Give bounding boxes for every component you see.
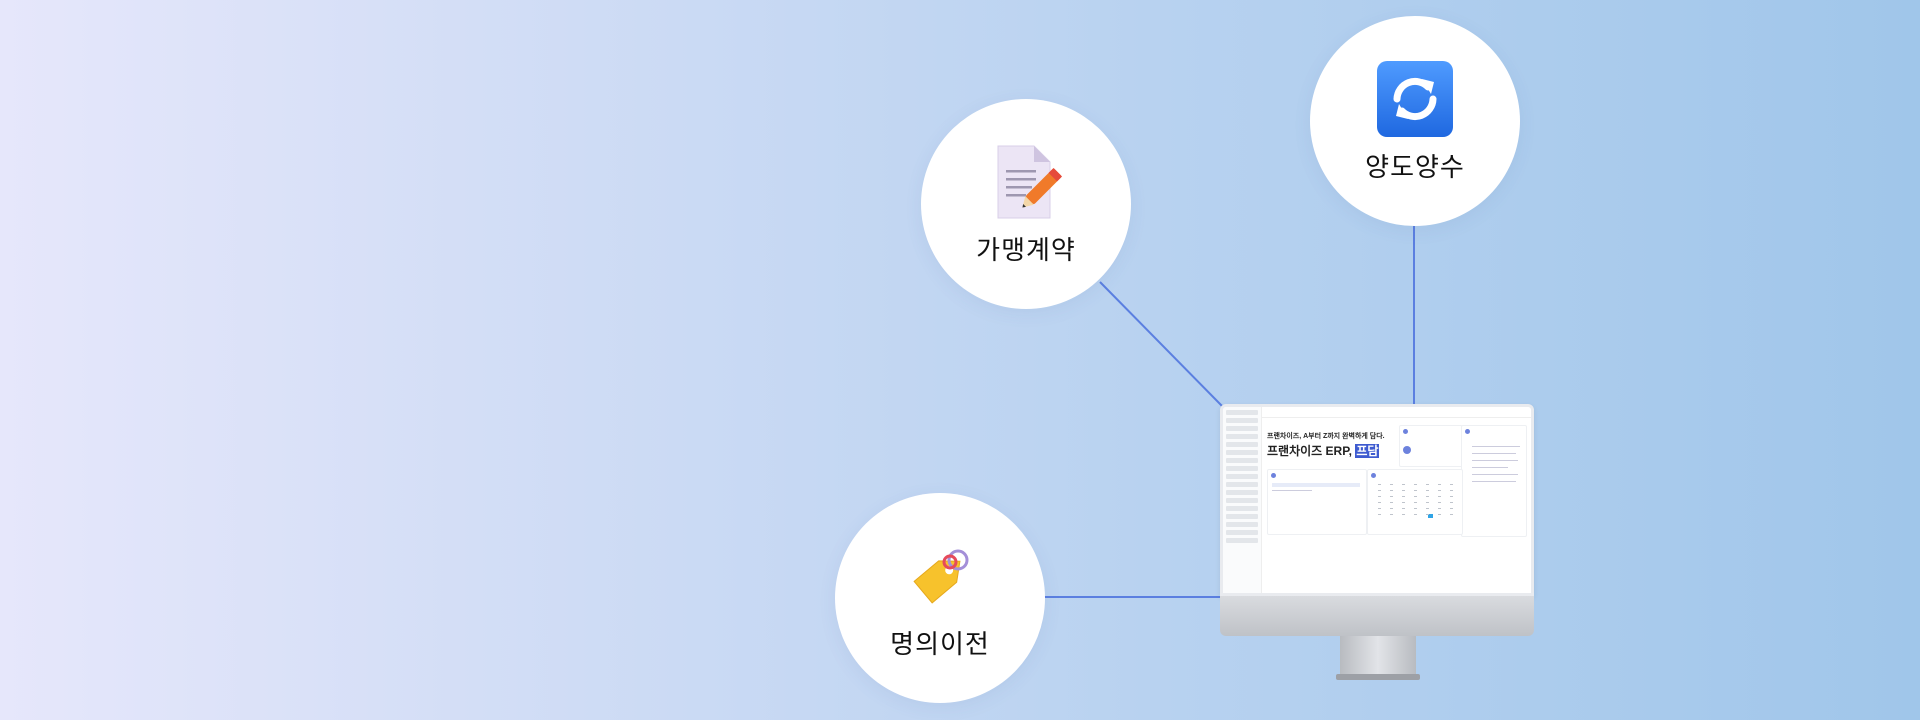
calendar-day-cell — [1450, 508, 1453, 509]
calendar-day-cell — [1450, 496, 1453, 497]
connector-contract — [1099, 281, 1225, 409]
calendar-day-cell — [1402, 514, 1405, 515]
calendar-day-cell — [1390, 496, 1393, 497]
node-transfer: 양도양수 — [1310, 16, 1520, 226]
calendar-day-cell — [1450, 490, 1453, 491]
calendar-day-cell — [1450, 484, 1453, 485]
erp-panel-list — [1461, 425, 1527, 537]
sync-arrows-icon — [1377, 60, 1453, 137]
calendar-day-cell — [1426, 508, 1429, 509]
calendar-day-cell — [1402, 496, 1405, 497]
calendar-day-cell — [1378, 484, 1381, 485]
node-ownership: 명의이전 — [835, 493, 1045, 703]
calendar-day-cell — [1414, 508, 1417, 509]
erp-screenshot: 프랜차이즈, A부터 Z까지 완벽하게 담다. 프랜차이즈 ERP, 프담 — [1223, 407, 1531, 593]
erp-headline-line1: 프랜차이즈, A부터 Z까지 완벽하게 담다. — [1267, 433, 1385, 440]
tag-icon — [913, 549, 969, 604]
erp-headline-prefix: 프랜차이즈 ERP, — [1267, 444, 1356, 458]
calendar-day-cell — [1390, 490, 1393, 491]
calendar-day-cell — [1426, 514, 1429, 515]
calendar-day-cell — [1390, 484, 1393, 485]
calendar-day-cell — [1426, 496, 1429, 497]
calendar-day-cell — [1414, 502, 1417, 503]
calendar-day-cell — [1378, 502, 1381, 503]
calendar-day-cell — [1402, 484, 1405, 485]
calendar-day-cell — [1438, 490, 1441, 491]
calendar-day-cell — [1438, 508, 1441, 509]
erp-topbar — [1261, 407, 1531, 418]
monitor-foot — [1336, 674, 1420, 680]
calendar-day-cell — [1378, 496, 1381, 497]
calendar-day-cell — [1414, 484, 1417, 485]
erp-panel-table — [1267, 469, 1367, 535]
calendar-day-cell — [1450, 502, 1453, 503]
calendar-day-cell — [1390, 502, 1393, 503]
calendar-day-cell — [1438, 502, 1441, 503]
calendar-day-cell — [1414, 514, 1417, 515]
calendar-day-cell — [1426, 502, 1429, 503]
calendar-day-cell — [1402, 502, 1405, 503]
monitor-chin — [1220, 596, 1534, 636]
erp-sidebar — [1223, 407, 1262, 593]
monitor-mockup: 프랜차이즈, A부터 Z까지 완벽하게 담다. 프랜차이즈 ERP, 프담 — [1220, 404, 1534, 684]
calendar-day-cell — [1402, 508, 1405, 509]
document-pencil-icon — [997, 145, 1063, 218]
calendar-day-cell — [1450, 514, 1453, 515]
calendar-day-cell — [1414, 496, 1417, 497]
calendar-day-cell — [1438, 514, 1441, 515]
calendar-day-cell — [1390, 514, 1393, 515]
calendar-day-cell — [1378, 514, 1381, 515]
calendar-day-cell — [1378, 508, 1381, 509]
calendar-day-cell — [1426, 490, 1429, 491]
node-transfer-label: 양도양수 — [1365, 152, 1465, 183]
monitor-screen: 프랜차이즈, A부터 Z까지 완벽하게 담다. 프랜차이즈 ERP, 프담 — [1220, 404, 1534, 596]
calendar-day-cell — [1414, 490, 1417, 491]
erp-panel-notice — [1399, 425, 1463, 467]
node-contract-label: 가맹계약 — [976, 235, 1076, 266]
node-contract: 가맹계약 — [921, 99, 1131, 309]
calendar-day-cell — [1378, 490, 1381, 491]
calendar-day-cell — [1402, 490, 1405, 491]
node-ownership-label: 명의이전 — [890, 629, 990, 660]
erp-panel-calendar — [1367, 469, 1463, 535]
erp-headline-line2: 프랜차이즈 ERP, 프담 — [1267, 442, 1380, 459]
calendar-day-cell — [1390, 508, 1393, 509]
monitor-stand — [1340, 636, 1416, 678]
calendar-day-cell — [1438, 496, 1441, 497]
calendar-day-cell — [1426, 484, 1429, 485]
erp-headline-highlight: 프담 — [1355, 444, 1380, 458]
calendar-day-cell — [1438, 484, 1441, 485]
